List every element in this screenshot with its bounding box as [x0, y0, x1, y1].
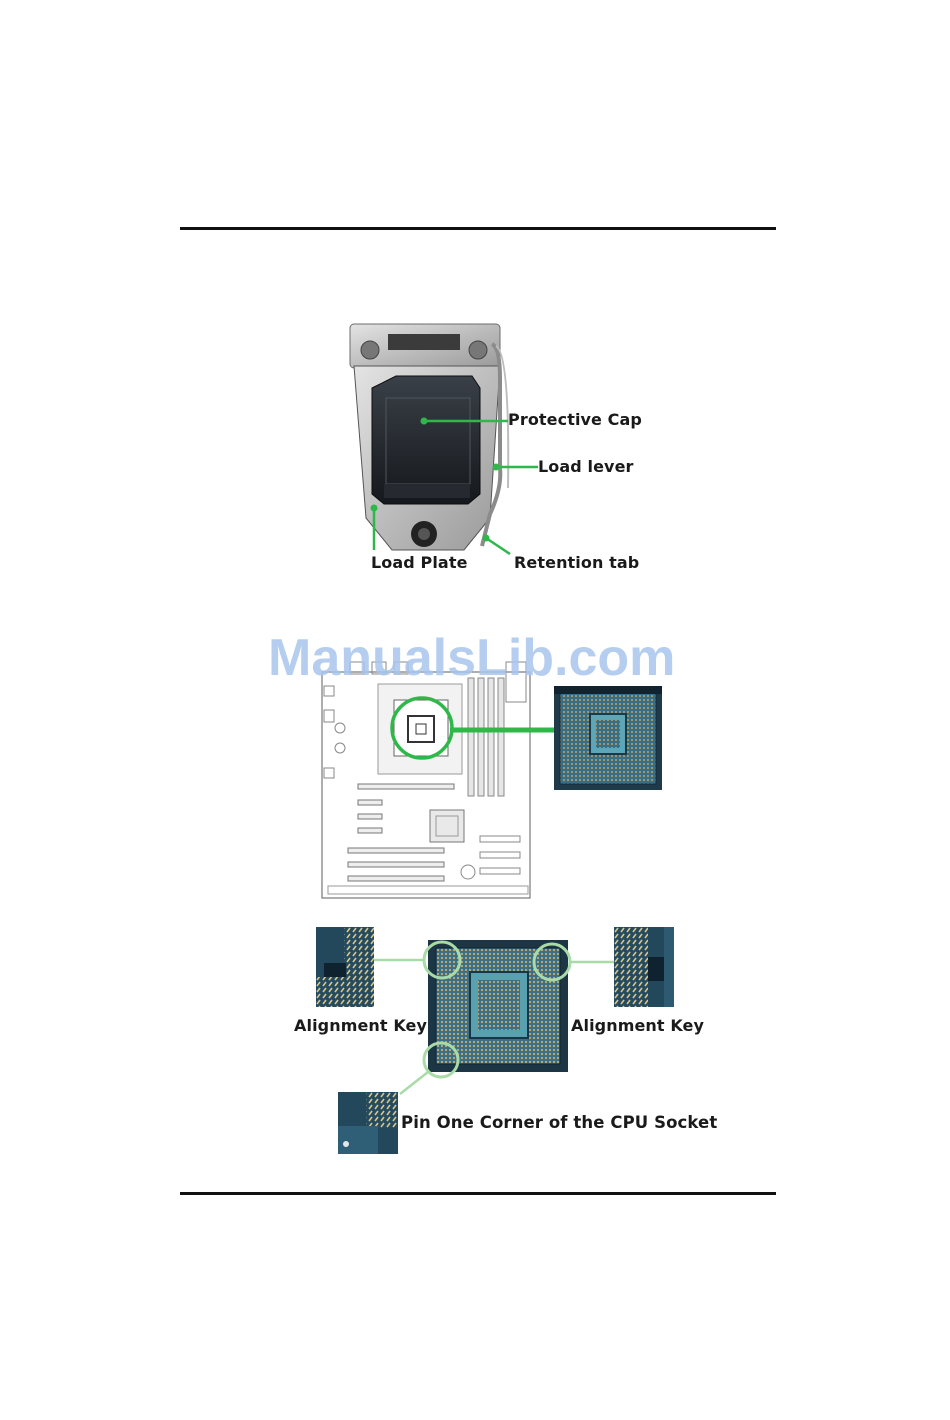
alignment-key-right-photo	[614, 927, 674, 1007]
load-plate-label: Load Plate	[371, 553, 468, 572]
alignment-key-left-label: Alignment Key	[294, 1016, 427, 1035]
watermark: ManualsLib.com	[268, 628, 675, 688]
motherboard-layout-diagram	[320, 658, 534, 900]
load-lever-label: Load lever	[538, 457, 634, 476]
bottom-rule	[180, 1192, 776, 1195]
cpu-socket-photo	[554, 686, 662, 790]
pin-one-corner-label: Pin One Corner of the CPU Socket	[401, 1113, 717, 1132]
top-rule	[180, 227, 776, 230]
pin-one-corner-photo	[338, 1092, 398, 1154]
retention-tab-callout	[486, 538, 510, 554]
alignment-key-right-label: Alignment Key	[571, 1016, 704, 1035]
retention-tab-label: Retention tab	[514, 553, 639, 572]
protective-cap-label: Protective Cap	[508, 410, 642, 429]
right-key-highlight	[534, 944, 570, 980]
left-key-highlight	[424, 942, 460, 978]
pin-one-highlight	[424, 1043, 458, 1077]
socket-zoom-connector	[450, 722, 560, 738]
alignment-key-left-photo	[316, 927, 374, 1007]
figure3-callouts	[370, 930, 620, 1100]
